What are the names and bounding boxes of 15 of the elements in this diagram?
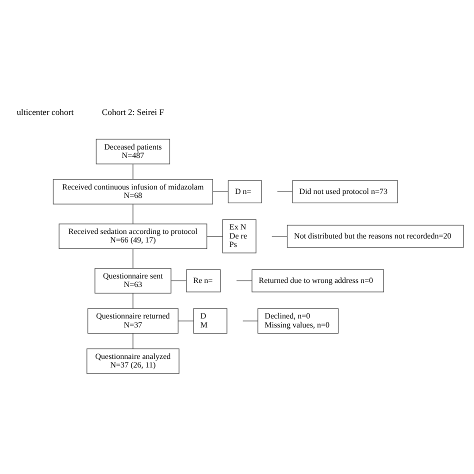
connector [212, 190, 228, 192]
connector [277, 190, 293, 192]
connector [132, 332, 134, 349]
connector [206, 235, 223, 236]
connector [242, 320, 258, 321]
label: Cohort 2: Seirei F [102, 106, 164, 116]
label: ulticenter cohort [16, 106, 74, 116]
connector [132, 203, 134, 224]
connector [132, 248, 134, 268]
connector [178, 320, 194, 321]
connector [272, 235, 288, 236]
connector [236, 280, 252, 281]
connector [132, 292, 134, 308]
connector [170, 280, 187, 281]
connector [132, 163, 134, 180]
